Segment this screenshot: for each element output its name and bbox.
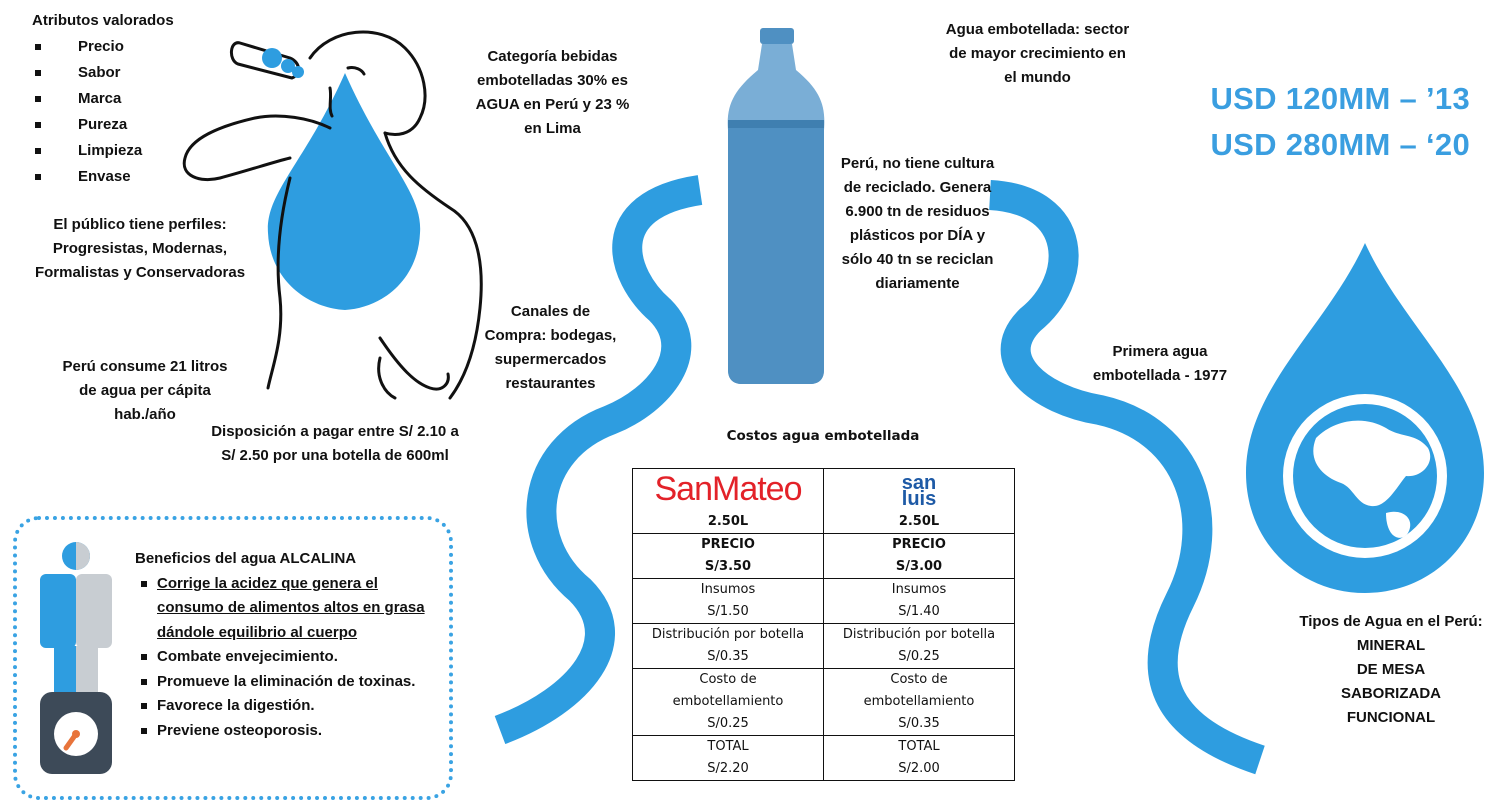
attribute-item: Pureza [32, 112, 174, 138]
attribute-item: Marca [32, 86, 174, 112]
willingness-to-pay-text: Disposición a pagar entre S/ 2.10 a S/ 2… [211, 423, 459, 464]
purchase-channels-text: Canales de Compra: bodegas, supermercado… [484, 303, 617, 392]
cost-label: Insumos [700, 582, 756, 597]
drinking-man-illustration [182, 30, 483, 400]
alkaline-benefits-list: Corrige la acidez que genera el consumo … [135, 572, 445, 744]
cost-label: Distribución por botella [842, 627, 996, 642]
market-size-2020: USD 280MM – ‘20 [1210, 127, 1470, 162]
attribute-item: Precio [32, 34, 174, 60]
water-types-title: Tipos de Agua en el Perú: [1299, 613, 1483, 630]
cost-value: S/0.25 [898, 649, 940, 664]
alkaline-benefits-title: Beneficios del agua ALCALINA [135, 550, 357, 567]
cost-label: TOTAL [898, 739, 940, 754]
water-drop-globe-icon [1246, 243, 1484, 593]
size-label: 2.50L [707, 514, 749, 529]
costs-title: Costos agua embotellada [726, 428, 920, 444]
benefit-item: Combate envejecimiento. [135, 645, 445, 670]
sanluis-logo: san luis [824, 469, 1014, 511]
alkaline-benefits: Beneficios del agua ALCALINA Corrige la … [135, 547, 445, 743]
first-bottled-water-text: Primera agua embotellada - 1977 [1092, 343, 1228, 384]
valued-attributes: Atributos valorados Precio Sabor Marca P… [32, 8, 174, 190]
brand-cell-sanluis: san luis 2.50L [823, 468, 1015, 534]
attribute-item: Limpieza [32, 138, 174, 164]
cost-label: PRECIO [892, 537, 946, 552]
valued-attributes-list: Precio Sabor Marca Pureza Limpieza Envas… [32, 34, 174, 190]
cost-value: S/3.00 [895, 559, 943, 574]
cost-value: S/1.40 [898, 604, 940, 619]
benefit-item: Favorece la digestión. [135, 694, 445, 719]
benefit-item-text: Corrige la acidez que genera el consumo … [157, 574, 425, 641]
attribute-item: Sabor [32, 60, 174, 86]
water-type-item: MINERAL [1356, 637, 1426, 654]
market-size: USD 120MM – ’13 USD 280MM – ‘20 [1130, 76, 1470, 168]
benefit-item: Previene osteoporosis. [135, 719, 445, 744]
sanluis-logo-line: san [901, 472, 937, 494]
cost-cell: PRECIO S/3.50 [632, 533, 824, 579]
valued-attributes-title: Atributos valorados [32, 12, 174, 29]
water-type-item: FUNCIONAL [1346, 709, 1436, 726]
alkaline-benefits-box [13, 516, 453, 800]
water-bottle-illustration [727, 28, 825, 384]
sector-growth-text: Agua embotellada: sector de mayor crecim… [945, 21, 1130, 86]
cost-value: S/2.20 [707, 761, 749, 776]
body-gauge-icon [40, 542, 112, 774]
sanluis-logo-line: luis [901, 488, 937, 510]
sanmateo-logo: SanMateo [654, 470, 803, 508]
cost-label: TOTAL [707, 739, 749, 754]
cost-row-price: PRECIO S/3.50 PRECIO S/3.00 [632, 533, 1015, 579]
category-text: Categoría bebidas embotelladas 30% es AG… [475, 48, 630, 137]
costs-table: SanMateo 2.50L san luis 2.50L PRECIO S/3.… [632, 468, 1015, 781]
size-label: 2.50L [898, 514, 940, 529]
cost-label: Costo de embotellamiento [863, 672, 975, 709]
market-size-2013: USD 120MM – ’13 [1210, 81, 1470, 116]
cost-value: S/0.25 [707, 716, 749, 731]
benefit-item: Promueve la eliminación de toxinas. [135, 670, 445, 695]
cost-cell: TOTAL S/2.00 [823, 735, 1015, 781]
cost-label: Insumos [891, 582, 947, 597]
cost-value: S/1.50 [707, 604, 749, 619]
cost-value: S/0.35 [898, 716, 940, 731]
cost-cell: TOTAL S/2.20 [632, 735, 824, 781]
public-profiles-text: El público tiene perfiles: Progresistas,… [34, 216, 246, 281]
benefit-item: Corrige la acidez que genera el consumo … [135, 572, 445, 646]
cost-value: S/0.35 [707, 649, 749, 664]
water-types: Tipos de Agua en el Perú: MINERAL DE MES… [1280, 610, 1499, 730]
recycling-text: Perú, no tiene cultura de reciclado. Gen… [840, 155, 995, 292]
cost-label: Costo de embotellamiento [672, 672, 784, 709]
consumption-text: Perú consume 21 litros de agua per cápit… [62, 358, 228, 423]
brand-cell-sanmateo: SanMateo 2.50L [632, 468, 824, 534]
brand-row: SanMateo 2.50L san luis 2.50L [632, 468, 1015, 534]
cost-value: S/3.50 [704, 559, 752, 574]
attribute-item: Envase [32, 164, 174, 190]
cost-cell: PRECIO S/3.00 [823, 533, 1015, 579]
cost-value: S/2.00 [898, 761, 940, 776]
cost-label: Distribución por botella [651, 627, 805, 642]
cost-label: PRECIO [701, 537, 755, 552]
water-type-item: DE MESA [1356, 661, 1426, 678]
cost-row-total: TOTAL S/2.20 TOTAL S/2.00 [632, 735, 1015, 781]
water-type-item: SABORIZADA [1341, 685, 1441, 702]
